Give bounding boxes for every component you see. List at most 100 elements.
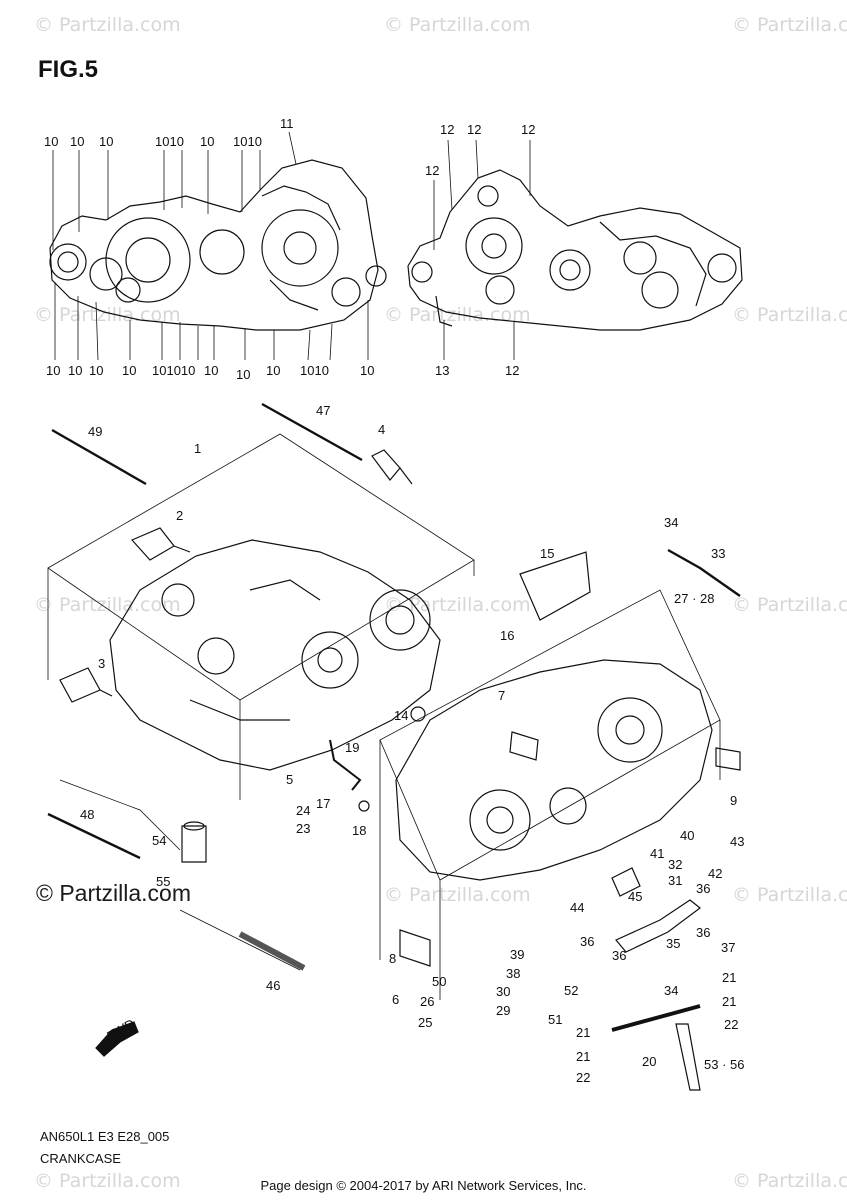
copyright-mark: © Partzilla.com bbox=[36, 880, 191, 906]
callout: 43 bbox=[730, 834, 744, 849]
callout: 21 bbox=[576, 1049, 590, 1064]
callout: 3 bbox=[98, 656, 105, 671]
callout: 34 bbox=[664, 983, 678, 998]
callout: 11 bbox=[280, 116, 294, 131]
callout: 45 bbox=[628, 889, 642, 904]
callout: 10 bbox=[70, 134, 84, 149]
callout: 10 bbox=[89, 363, 103, 378]
callout: 55 bbox=[156, 874, 170, 889]
callout: 14 bbox=[394, 708, 408, 723]
callout: 4 bbox=[378, 422, 385, 437]
callout: 10 bbox=[68, 363, 82, 378]
callout: 15 bbox=[540, 546, 554, 561]
callout: 19 bbox=[345, 740, 359, 755]
fwd-arrow: FWD bbox=[95, 1016, 139, 1057]
callout: 37 bbox=[721, 940, 735, 955]
callout: 1010 bbox=[300, 363, 329, 378]
callout: 10 bbox=[46, 363, 60, 378]
callout: 44 bbox=[570, 900, 584, 915]
callout: 23 bbox=[296, 821, 310, 836]
watermark: © Partzilla.com bbox=[34, 594, 181, 616]
callout: 41 bbox=[650, 846, 664, 861]
callout: 30 bbox=[496, 984, 510, 999]
callout: 9 bbox=[730, 793, 737, 808]
callout: 1010 bbox=[233, 134, 262, 149]
callout: 10 bbox=[44, 134, 58, 149]
callout: 1 bbox=[194, 441, 201, 456]
callout: 10 bbox=[200, 134, 214, 149]
callout: 42 bbox=[708, 866, 722, 881]
callout: 17 bbox=[316, 796, 330, 811]
watermark: © Partzilla.com bbox=[34, 14, 181, 36]
callout-labels: 10 10 10 1010 10 1010 11 10 10 10 10 101… bbox=[44, 116, 744, 1085]
callout: 21 bbox=[722, 994, 736, 1009]
callout: 13 bbox=[435, 363, 449, 378]
callout: 54 bbox=[152, 833, 166, 848]
callout: 10 bbox=[266, 363, 280, 378]
callout: 29 bbox=[496, 1003, 510, 1018]
callout: 21 bbox=[722, 970, 736, 985]
callout: 35 bbox=[666, 936, 680, 951]
callout: 10 bbox=[204, 363, 218, 378]
callout: 33 bbox=[711, 546, 725, 561]
figure-title: FIG.5 bbox=[38, 56, 99, 83]
callout: 36 bbox=[696, 925, 710, 940]
callout: 7 bbox=[498, 688, 505, 703]
callout: 12 bbox=[467, 122, 481, 137]
callout: 8 bbox=[389, 951, 396, 966]
callout: 12 bbox=[521, 122, 535, 137]
callout: 46 bbox=[266, 978, 280, 993]
callout: 6 bbox=[392, 992, 399, 1007]
callout: 12 bbox=[505, 363, 519, 378]
right-case-half bbox=[329, 548, 741, 1091]
watermark: © Partzilla.com bbox=[732, 594, 847, 616]
callout: 50 bbox=[432, 974, 446, 989]
watermark: © Partzilla.com bbox=[732, 304, 847, 326]
callout: 1010 bbox=[155, 134, 184, 149]
callout: 20 bbox=[642, 1054, 656, 1069]
page-credit: Page design © 2004-2017 by ARI Network S… bbox=[260, 1178, 587, 1193]
callout: 10 bbox=[99, 134, 113, 149]
watermark: © Partzilla.com bbox=[732, 1170, 847, 1192]
watermark: © Partzilla.com bbox=[732, 14, 847, 36]
lower-case-gasket-view bbox=[407, 169, 743, 331]
model-code: AN650L1 E3 E28_005 bbox=[40, 1129, 170, 1144]
callout: 12 bbox=[425, 163, 439, 178]
callout: 32 bbox=[668, 857, 682, 872]
watermark: © Partzilla.com bbox=[34, 1170, 181, 1192]
callout: 51 bbox=[548, 1012, 562, 1027]
upper-right-leaders bbox=[433, 139, 531, 360]
callout: 36 bbox=[696, 881, 710, 896]
callout: 47 bbox=[316, 403, 330, 418]
callout: 16 bbox=[500, 628, 514, 643]
callout: 36 bbox=[612, 948, 626, 963]
callout: 10 bbox=[360, 363, 374, 378]
watermark: © Partzilla.com bbox=[384, 14, 531, 36]
callout: 22 bbox=[576, 1070, 590, 1085]
callout: 24 bbox=[296, 803, 310, 818]
callout: 53 · 56 bbox=[704, 1057, 744, 1072]
callout: 49 bbox=[88, 424, 102, 439]
watermark: © Partzilla.com bbox=[384, 884, 531, 906]
callout: 34 bbox=[664, 515, 678, 530]
left-case-half bbox=[47, 402, 475, 971]
callout: 2 bbox=[176, 508, 183, 523]
callout: 26 bbox=[420, 994, 434, 1009]
callout: 10 bbox=[236, 367, 250, 382]
callout: 52 bbox=[564, 983, 578, 998]
callout: 38 bbox=[506, 966, 520, 981]
callout: 22 bbox=[724, 1017, 738, 1032]
callout: 101010 bbox=[152, 363, 195, 378]
upper-left-leaders bbox=[52, 131, 369, 361]
callout: 39 bbox=[510, 947, 524, 962]
callout: 40 bbox=[680, 828, 694, 843]
callout: 36 bbox=[580, 934, 594, 949]
watermark: © Partzilla.com bbox=[732, 884, 847, 906]
watermark: © Partzilla.com bbox=[384, 594, 531, 616]
diagram-name: CRANKCASE bbox=[40, 1151, 121, 1166]
upper-case-bolt-view bbox=[49, 159, 387, 331]
callout: 10 bbox=[122, 363, 136, 378]
callout: 31 bbox=[668, 873, 682, 888]
callout: 18 bbox=[352, 823, 366, 838]
